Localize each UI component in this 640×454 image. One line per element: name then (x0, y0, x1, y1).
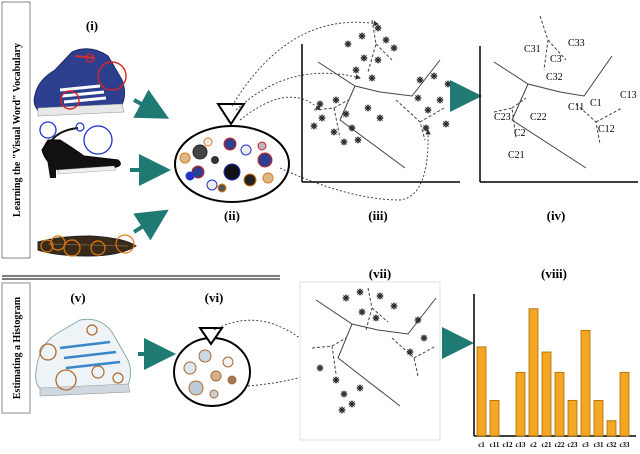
histogram-tick-c1: c1 (478, 441, 485, 449)
histogram-tick-c31: c31 (593, 441, 604, 449)
histogram-bar-c21 (541, 351, 552, 437)
histogram-bar-c23 (567, 399, 578, 437)
section-divider (2, 275, 280, 280)
sidebar-learning-label: Learning the "Visual Word" Vocabulary (12, 43, 23, 217)
histogram-tick-c2: c2 (530, 441, 537, 449)
histogram-tick-c33: c33 (619, 441, 630, 449)
sidebar-histogram-box: Estimating a Histogram (1, 282, 31, 414)
bag-to-space-arrows (231, 20, 431, 201)
test-sneaker-image (35, 318, 132, 397)
sole-image (37, 234, 137, 257)
histogram-bar-c13 (515, 371, 526, 437)
cluster-label-c1: C1 (590, 98, 602, 109)
panel-label-i: (i) (86, 18, 98, 33)
panel-label-vi: (vi) (205, 290, 224, 305)
cluster-labels: C31 C33 C3 C32 C11 C1 C13 C23 C22 C2 C12… (494, 38, 637, 161)
histogram-tick-c22: c22 (554, 441, 565, 449)
cluster-label-c11: C11 (568, 102, 584, 113)
histogram-bar-c33 (619, 371, 630, 437)
cluster-label-c33: C33 (568, 38, 585, 49)
histogram-tick-c21: c21 (541, 441, 552, 449)
histogram-tick-c3: c3 (582, 441, 589, 449)
sidebar-histogram-label: Estimating a Histogram (12, 296, 23, 399)
sidebar-learning-box: Learning the "Visual Word" Vocabulary (1, 1, 31, 259)
panel-label-iii: (iii) (368, 208, 388, 223)
cluster-space-iv (479, 15, 638, 183)
cluster-label-c32: C32 (546, 72, 563, 83)
patch-bag (174, 103, 290, 203)
arrow-sole-to-bag (132, 209, 169, 241)
histogram-tick-c23: c23 (567, 441, 578, 449)
test-feature-space-vii (299, 281, 441, 441)
cluster-label-c12: C12 (598, 124, 615, 135)
histogram-bar-c31 (593, 399, 604, 437)
histogram-tick-c11: c11 (490, 441, 500, 449)
heel-shoe-image (39, 121, 121, 178)
cluster-label-c13: C13 (620, 90, 637, 101)
panel-label-v: (v) (70, 290, 85, 305)
sneaker-image (33, 48, 127, 117)
feature-space-iii (301, 19, 460, 183)
cluster-label-c3: C3 (550, 54, 562, 65)
histogram-tick-c32: c32 (606, 441, 617, 449)
cluster-label-c21: C21 (508, 150, 525, 161)
histogram-tick-c12: c12 (502, 441, 513, 449)
histogram-bar-c11 (489, 399, 500, 437)
panel-label-iv: (iv) (547, 208, 566, 223)
cluster-label-c23: C23 (494, 112, 511, 123)
cluster-label-c22: C22 (530, 112, 547, 123)
histogram-tick-c13: c13 (515, 441, 526, 449)
arrow-sneaker-to-bag (133, 89, 170, 119)
histogram-bar-c2 (528, 308, 539, 437)
histogram-bar-c3 (580, 329, 591, 437)
histogram-bar-c22 (554, 371, 565, 437)
panel-label-viii: (viii) (541, 266, 567, 281)
cluster-label-c2: C2 (514, 128, 526, 139)
panel-label-vii: (vii) (369, 266, 391, 281)
histogram-bar-c32 (606, 420, 617, 437)
cluster-label-c31: C31 (524, 44, 541, 55)
panel-label-ii: (ii) (224, 208, 240, 223)
test-patch-bag (173, 327, 251, 407)
histogram-bar-c1 (476, 346, 487, 437)
